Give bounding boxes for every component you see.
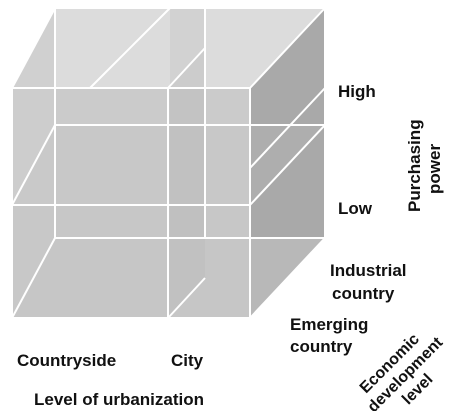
cube-edges: [11, 7, 326, 319]
edge-depth-bottom-middle: [167, 277, 206, 319]
label-high: High: [338, 82, 376, 101]
axis-title-purchasing-power: Purchasing power: [405, 119, 444, 212]
label-low: Low: [338, 199, 373, 218]
edge-depth-right-middle: [249, 124, 326, 206]
label-emerging-line1: Emerging: [290, 315, 368, 334]
edge-depth-left-middle: [11, 124, 56, 206]
edge-bottom-right-connector: [249, 237, 326, 319]
label-industrial-line2: country: [332, 284, 395, 303]
label-emerging-line2: country: [290, 337, 353, 356]
edge-top-right-connector: [249, 7, 326, 89]
purchasing-power-line1: Purchasing: [405, 119, 424, 212]
edge-depth-top-middle: [167, 47, 206, 89]
edge-right-face-partition: [249, 87, 326, 169]
axis-title-urbanization: Level of urbanization: [34, 390, 204, 409]
right-shadow: [250, 8, 325, 318]
top-face: [12, 8, 325, 88]
front-lower-band: [12, 205, 250, 318]
label-city: City: [171, 351, 204, 370]
label-industrial-line1: Industrial: [330, 261, 407, 280]
front-face: [12, 88, 250, 318]
labels: High Low Purchasing power Industrial cou…: [17, 82, 447, 411]
cube-partitions: [12, 8, 325, 318]
middle-vertical-back: [170, 8, 205, 238]
purchasing-power-line2: power: [425, 144, 444, 194]
edge-top-left-connector: [11, 7, 56, 89]
edge-bottom-left-connector: [11, 237, 56, 319]
middle-vertical-slanted: [168, 48, 205, 318]
edge-front-outline: [11, 87, 251, 319]
label-countryside: Countryside: [17, 351, 116, 370]
edge-top-face-partition: [89, 7, 171, 89]
